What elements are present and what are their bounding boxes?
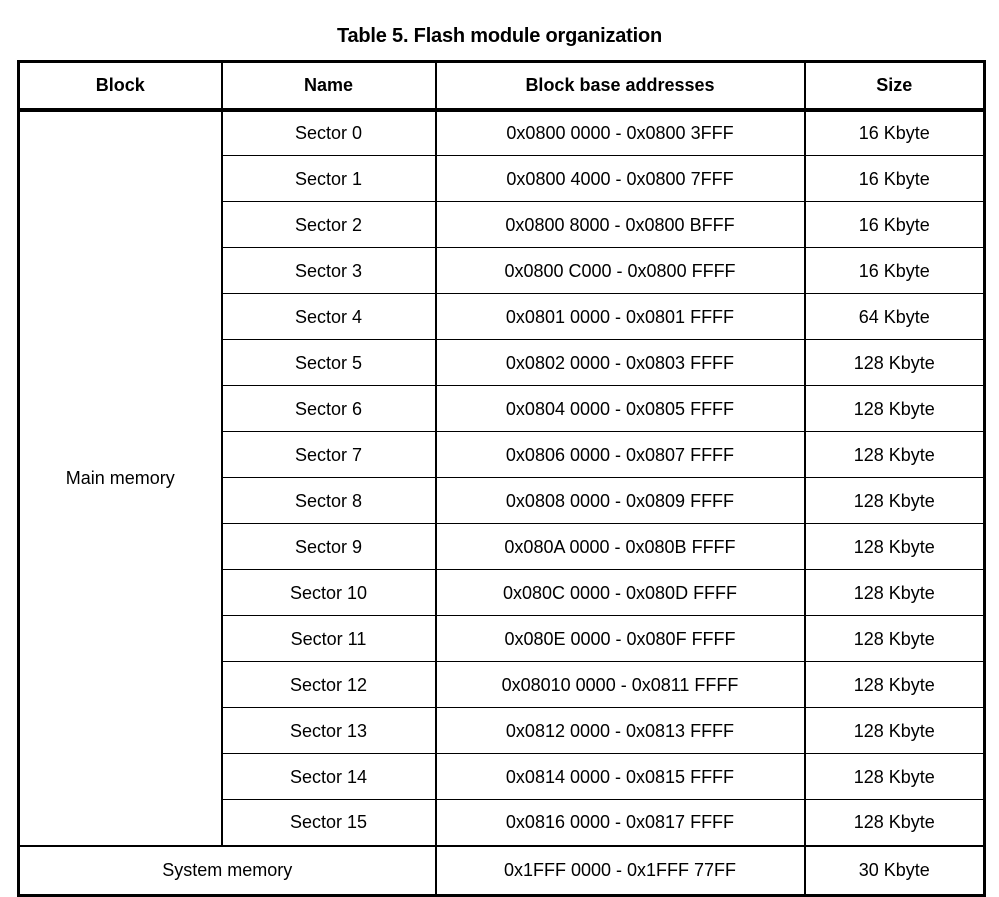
system-memory-size-cell: 30 Kbyte [803, 844, 985, 896]
sector-address-cell: 0x080E 0000 - 0x080F FFFF [434, 615, 806, 662]
sector-address-cell: 0x0814 0000 - 0x0815 FFFF [434, 753, 806, 800]
sector-name-cell: Sector 9 [220, 523, 437, 570]
block-cell-main-memory: Main memory [18, 109, 223, 846]
sector-address-cell: 0x0808 0000 - 0x0809 FFFF [434, 477, 806, 524]
sector-size-cell: 64 Kbyte [803, 293, 985, 340]
table-row: Sector 10 0x080C 0000 - 0x080D FFFF 128 … [19, 569, 985, 616]
sector-size-cell: 128 Kbyte [803, 431, 985, 478]
sector-size-cell: 128 Kbyte [803, 523, 985, 570]
sector-name-cell: Sector 11 [220, 615, 437, 662]
sector-name-cell: Sector 3 [220, 247, 437, 294]
table-row: Sector 7 0x0806 0000 - 0x0807 FFFF 128 K… [19, 431, 985, 478]
sector-address-cell: 0x08010 0000 - 0x0811 FFFF [434, 661, 806, 708]
sector-name-cell: Sector 1 [220, 155, 437, 202]
column-header-block: Block [18, 61, 223, 112]
flash-module-organization-table: Block Name Block base addresses Size Mai… [17, 60, 986, 897]
table-title: Table 5. Flash module organization [336, 25, 663, 47]
sector-size-cell: 128 Kbyte [803, 477, 985, 524]
sector-name-cell: Sector 10 [220, 569, 437, 616]
sector-size-cell: 128 Kbyte [803, 707, 985, 754]
sector-size-cell: 128 Kbyte [803, 615, 985, 662]
sector-address-cell: 0x0800 0000 - 0x0800 3FFF [434, 109, 806, 156]
table-row: Main memory Sector 0 0x0800 0000 - 0x080… [18, 109, 985, 846]
block-cell-system-memory: System memory [18, 844, 437, 896]
table-body: Main memory Sector 0 0x0800 0000 - 0x080… [18, 109, 985, 896]
header-row: Block Name Block base addresses Size [18, 61, 985, 112]
sector-name-cell: Sector 6 [220, 385, 437, 432]
table-header: Block Name Block base addresses Size [18, 61, 985, 112]
table-row: Sector 4 0x0801 0000 - 0x0801 FFFF 64 Kb… [19, 293, 985, 340]
sector-size-cell: 128 Kbyte [803, 569, 985, 616]
sector-address-cell: 0x080A 0000 - 0x080B FFFF [434, 523, 806, 570]
column-header-block-base-addresses: Block base addresses [434, 61, 806, 112]
table-row: Sector 6 0x0804 0000 - 0x0805 FFFF 128 K… [19, 385, 985, 432]
table-row-system-memory: System memory 0x1FFF 0000 - 0x1FFF 77FF … [18, 844, 985, 896]
sector-address-cell: 0x0804 0000 - 0x0805 FFFF [434, 385, 806, 432]
sector-size-cell: 16 Kbyte [803, 155, 985, 202]
sector-size-cell: 16 Kbyte [803, 109, 985, 156]
column-header-name: Name [220, 61, 437, 112]
sector-address-cell: 0x0812 0000 - 0x0813 FFFF [434, 707, 806, 754]
sector-name-cell: Sector 4 [220, 293, 437, 340]
table-row: Sector 15 0x0816 0000 - 0x0817 FFFF 128 … [19, 799, 985, 846]
sector-size-cell: 16 Kbyte [803, 247, 985, 294]
table-row: Sector 8 0x0808 0000 - 0x0809 FFFF 128 K… [19, 477, 985, 524]
table-row: Sector 14 0x0814 0000 - 0x0815 FFFF 128 … [19, 753, 985, 800]
sector-name-cell: Sector 14 [220, 753, 437, 800]
sector-size-cell: 128 Kbyte [803, 385, 985, 432]
sector-name-cell: Sector 12 [220, 661, 437, 708]
sector-name-cell: Sector 8 [220, 477, 437, 524]
sector-address-cell: 0x0802 0000 - 0x0803 FFFF [434, 339, 806, 386]
table-row: Sector 5 0x0802 0000 - 0x0803 FFFF 128 K… [19, 339, 985, 386]
sector-address-cell: 0x0800 8000 - 0x0800 BFFF [434, 201, 806, 248]
sector-name-cell: Sector 7 [220, 431, 437, 478]
sector-address-cell: 0x0800 C000 - 0x0800 FFFF [434, 247, 806, 294]
table-container: Block Name Block base addresses Size Mai… [17, 60, 986, 897]
sector-name-cell: Sector 13 [220, 707, 437, 754]
sector-name-cell: Sector 2 [220, 201, 437, 248]
sector-size-cell: 16 Kbyte [803, 201, 985, 248]
sector-address-cell: 0x0806 0000 - 0x0807 FFFF [434, 431, 806, 478]
sector-address-cell: 0x0801 0000 - 0x0801 FFFF [434, 293, 806, 340]
sector-name-cell: Sector 15 [220, 799, 437, 846]
sector-size-cell: 128 Kbyte [803, 753, 985, 800]
sector-address-cell: 0x0816 0000 - 0x0817 FFFF [434, 799, 806, 846]
sector-size-cell: 128 Kbyte [803, 799, 985, 846]
sector-name-cell: Sector 5 [220, 339, 437, 386]
sector-size-cell: 128 Kbyte [803, 339, 985, 386]
sector-name-cell: Sector 0 [220, 109, 437, 156]
sector-address-cell: 0x080C 0000 - 0x080D FFFF [434, 569, 806, 616]
column-header-size: Size [803, 61, 985, 112]
system-memory-address-cell: 0x1FFF 0000 - 0x1FFF 77FF [434, 844, 806, 896]
sector-address-cell: 0x0800 4000 - 0x0800 7FFF [434, 155, 806, 202]
table-row: Sector 3 0x0800 C000 - 0x0800 FFFF 16 Kb… [19, 247, 985, 294]
table-row: Sector 12 0x08010 0000 - 0x0811 FFFF 128… [19, 661, 985, 708]
sector-size-cell: 128 Kbyte [803, 661, 985, 708]
